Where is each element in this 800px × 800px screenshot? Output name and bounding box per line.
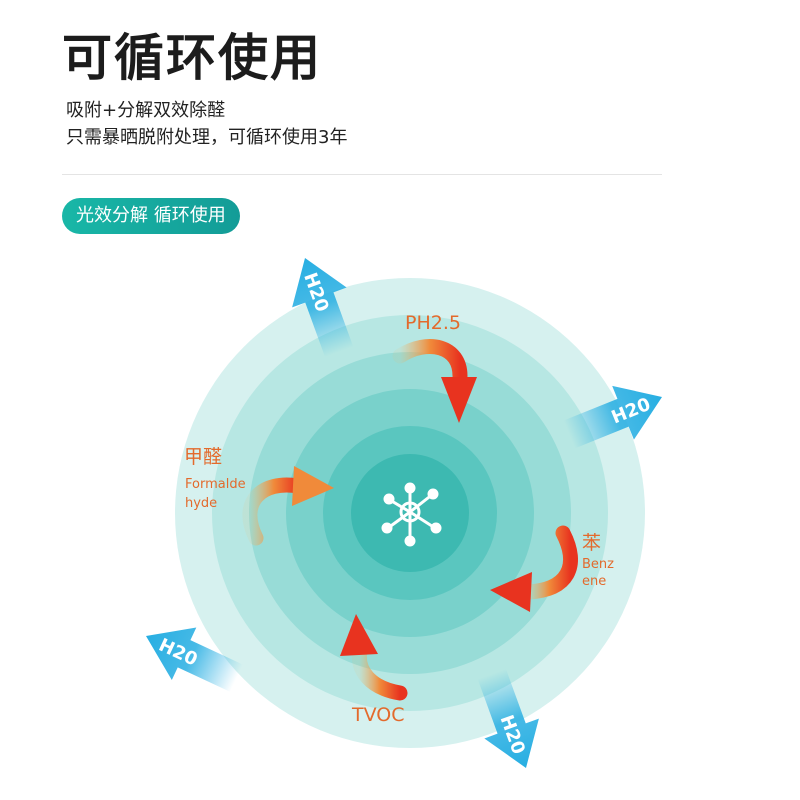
label-benzene-en-1: Benz	[582, 557, 614, 572]
feature-badge: 光效分解 循环使用	[62, 198, 240, 234]
pollutant-arrow-ph25	[392, 339, 477, 423]
pollutant-arrow-formaldehyde	[242, 466, 334, 546]
label-tvoc: TVOC	[352, 704, 405, 726]
label-benzene-en-2: ene	[582, 574, 607, 589]
molecule-icon	[381, 482, 442, 547]
subtitle-line-2: 只需暴晒脱附处理，可循环使用3年	[66, 127, 348, 148]
h2o-arrow-bottom: H20	[477, 668, 539, 768]
label-ph25: PH2.5	[405, 312, 461, 334]
label-formaldehyde-cn: 甲醛	[184, 446, 223, 468]
h2o-arrow-right: H20	[563, 385, 662, 449]
divider	[62, 174, 662, 175]
pollutant-arrow-benzene	[490, 525, 578, 612]
h2o-arrow-left: H20	[146, 627, 243, 692]
pollutant-arrow-tvoc	[340, 614, 408, 701]
subtitle-line-1: 吸附+分解双效除醛	[66, 100, 226, 121]
label-formaldehyde-en-2: hyde	[185, 496, 218, 511]
h2o-arrow-top: H20	[292, 258, 354, 358]
label-benzene-cn: 苯	[582, 532, 602, 554]
label-formaldehyde-en-1: Formalde	[185, 477, 246, 492]
page-title: 可循环使用	[62, 29, 322, 87]
